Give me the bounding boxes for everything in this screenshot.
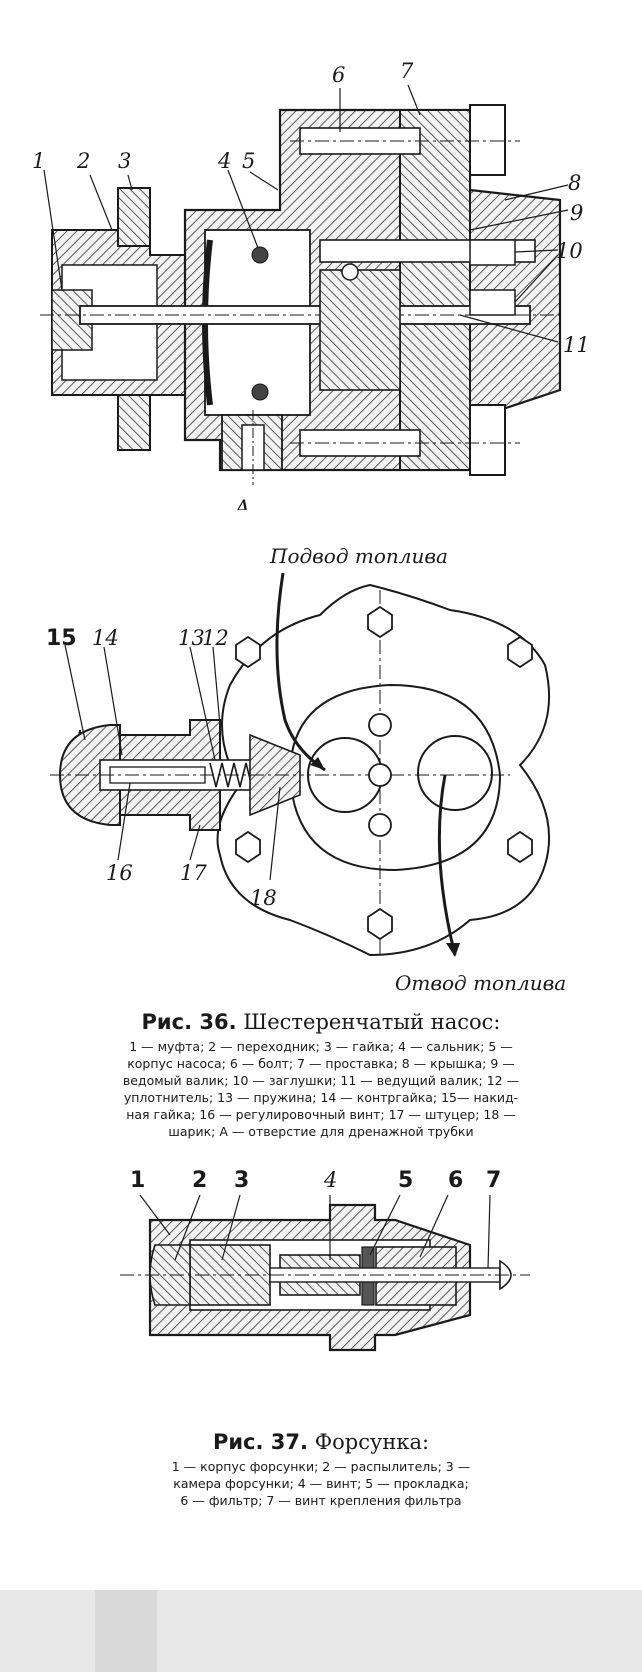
fig36-label-17: 17 [180,861,207,885]
fig37-label-1: 1 [130,1168,145,1193]
fig36-caption: Рис. 36. Шестеренчатый насос: 1 — муфта;… [0,1010,642,1140]
fig36-label-2: 2 [76,149,90,173]
fig36-pump-front-view-drawing: Подвод топлива Отвод топлива [0,535,642,1000]
fig36-legend-line: ведомый валик; 10 — заглушки; 11 — ведущ… [122,1073,520,1088]
fig37-label-7: 7 [486,1168,501,1193]
fig36-legend-line: ная гайка; 16 — регулировочный винт; 17 … [126,1107,516,1122]
fig37-legend-line: 6 — фильтр; 7 — винт крепления фильтра [180,1493,462,1508]
fig36-label-10: 10 [556,239,583,263]
fig36-label-4: 4 [217,149,231,173]
fig36-label-16: 16 [106,861,133,885]
fig37-label-4: 4 [323,1168,337,1192]
fig36-label-5: 5 [242,149,255,173]
scan-edge-tab [95,1590,157,1672]
fig36-label-14: 14 [92,626,119,650]
fuel-outlet-label: Отвод топлива [395,971,566,995]
fig37-injector-drawing: 1 2 3 4 5 6 7 [0,1165,642,1400]
fig36-legend-line: уплотнитель; 13 — пружина; 14 — контргай… [123,1090,519,1105]
fig36-label-13: 13 [178,626,205,650]
fig37-caption-title: Рис. 37. Форсунка: [0,1430,642,1454]
fig37-label-3: 3 [234,1168,249,1193]
fig36-label-7: 7 [400,59,414,83]
fig37-label-5: 5 [398,1168,413,1193]
fig37-label-2: 2 [192,1168,207,1193]
fig36-label-11: 11 [563,333,590,357]
fig36-label-12: 12 [202,626,229,650]
fig37-title: Форсунка: [314,1430,430,1454]
fig36-pump-section-drawing: 1 2 3 4 5 6 7 8 9 10 11 A [0,40,642,510]
fig36-label-15: 15 [46,626,77,651]
fig36-legend-line: 1 — муфта; 2 — переходник; 3 — гайка; 4 … [129,1039,513,1054]
fig36-label-1: 1 [32,149,45,173]
fig36-legend-line: шарик; А — отверстие для дренажной трубк… [168,1124,474,1139]
fig36-caption-title: Рис. 36. Шестеренчатый насос: [0,1010,642,1034]
fig37-legend-line: 1 — корпус форсунки; 2 — распылитель; 3 … [171,1459,471,1474]
fig37-number: Рис. 37. [212,1430,308,1454]
fig37-legend-line: камера форсунки; 4 — винт; 5 — прокладка… [173,1476,469,1491]
fig36-label-8: 8 [568,171,581,195]
fig36-legend-line: корпус насоса; 6 — болт; 7 — проставка; … [127,1056,515,1071]
fig36-label-9: 9 [570,201,583,225]
fig36-legend: 1 — муфта; 2 — переходник; 3 — гайка; 4 … [0,1038,642,1140]
fig36-title: Шестеренчатый насос: [243,1010,501,1034]
fuel-inlet-label: Подвод топлива [269,544,448,568]
fig37-legend: 1 — корпус форсунки; 2 — распылитель; 3 … [0,1458,642,1509]
fig36-label-18: 18 [250,886,277,910]
fig37-caption: Рис. 37. Форсунка: 1 — корпус форсунки; … [0,1430,642,1509]
fig37-label-6: 6 [448,1168,463,1193]
fig36-label-A: A [233,496,250,510]
fig36-label-3: 3 [118,149,131,173]
fig36-number: Рис. 36. [141,1010,237,1034]
fig36-label-6: 6 [332,63,345,87]
